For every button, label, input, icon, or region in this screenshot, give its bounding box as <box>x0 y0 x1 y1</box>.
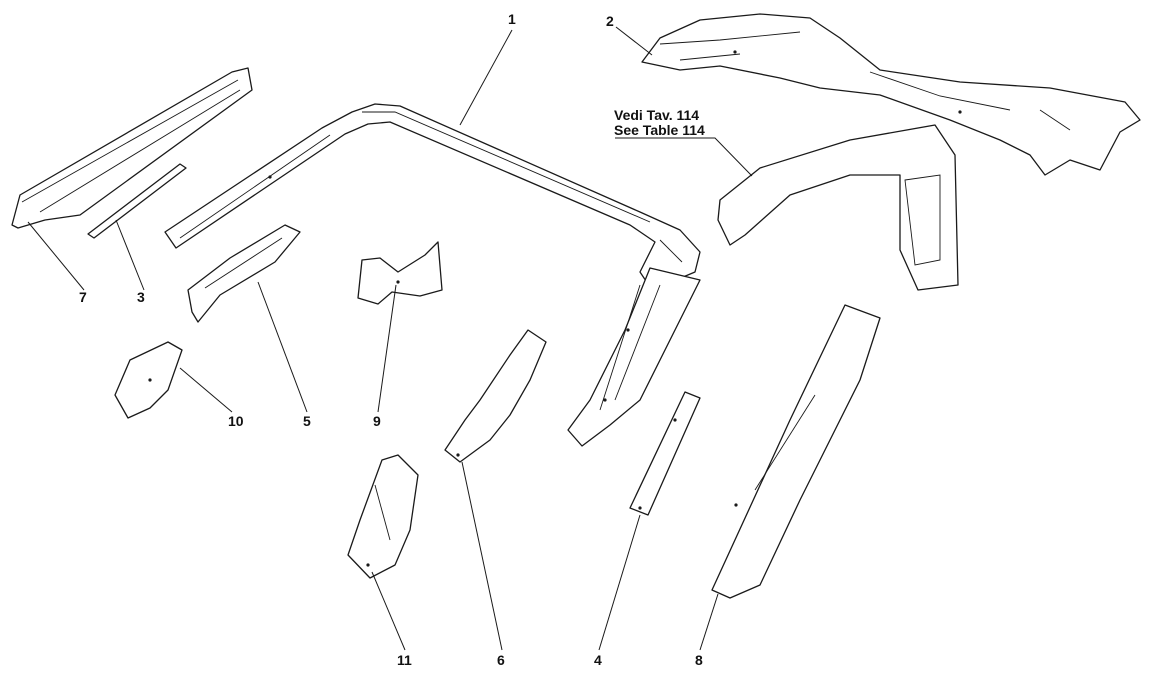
part-4-strip <box>629 391 701 516</box>
callout-3: 3 <box>137 289 145 305</box>
reference-body-panel <box>717 124 959 291</box>
callout-2: 2 <box>606 13 614 29</box>
callout-10: 10 <box>228 413 244 429</box>
callout-6: 6 <box>497 652 505 668</box>
part-2-rear-crossmember <box>641 13 1141 176</box>
reference-line-2: See Table 114 <box>614 122 705 138</box>
callout-4: 4 <box>594 652 602 668</box>
leader-lines <box>27 26 753 651</box>
part-9-gusset <box>357 241 443 305</box>
callout-11: 11 <box>397 652 412 668</box>
part-6-inner-pillar <box>444 329 547 463</box>
callout-9: 9 <box>373 413 381 429</box>
part-5-bracket <box>187 224 301 323</box>
callout-8: 8 <box>695 652 703 668</box>
callout-7: 7 <box>79 289 87 305</box>
callout-1: 1 <box>508 11 516 27</box>
part-10-small-bracket <box>114 341 183 419</box>
part-7-pillar-strip <box>11 67 253 229</box>
callout-5: 5 <box>303 413 311 429</box>
part-11-lower-bracket <box>347 454 419 579</box>
part-1-roof-frame <box>164 103 701 447</box>
part-8-side-panel <box>711 304 881 599</box>
part-3-seal <box>87 163 187 239</box>
reference-line-1: Vedi Tav. 114 <box>614 107 699 123</box>
